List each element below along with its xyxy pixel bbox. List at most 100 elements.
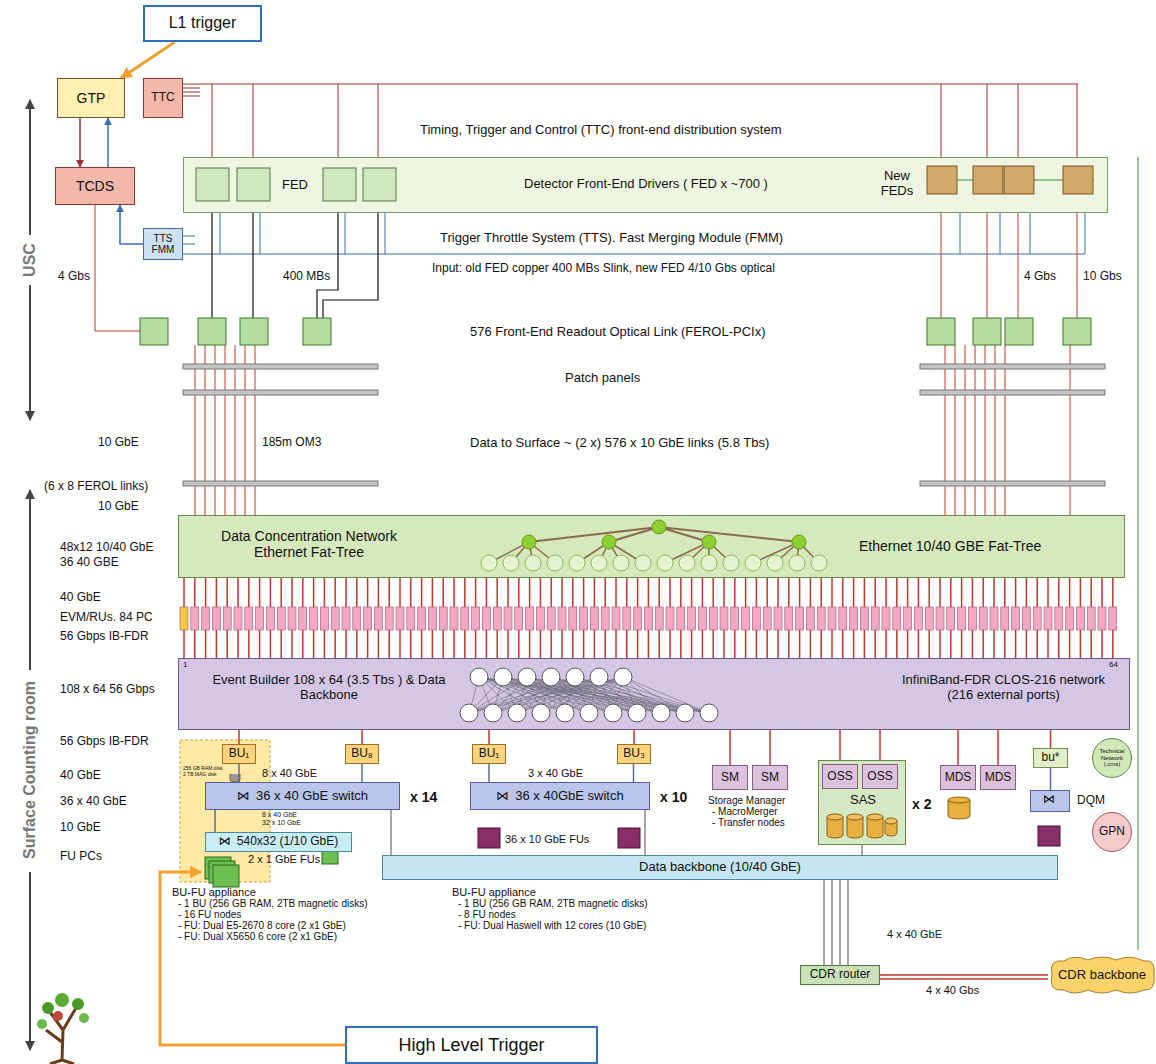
tree-icon bbox=[42, 1002, 54, 1014]
node-text: Detector Front-End Drivers ( FED x ~700 … bbox=[524, 177, 768, 192]
fibre-cable bbox=[245, 345, 246, 515]
node-box: TTC bbox=[143, 78, 183, 118]
node-illustration bbox=[566, 668, 584, 686]
node-text: 540x32 (1/10 GbE) bbox=[237, 835, 338, 849]
node-illustration bbox=[827, 814, 843, 820]
node-box: BU₁ bbox=[222, 744, 256, 764]
ferol-box bbox=[198, 318, 226, 345]
label-text: 185m OM3 bbox=[262, 436, 321, 450]
node-box: High Level Trigger bbox=[345, 1026, 598, 1064]
node-illustration bbox=[460, 668, 718, 722]
evm-ru-pc bbox=[742, 607, 750, 630]
node-illustration bbox=[484, 704, 502, 722]
connector bbox=[361, 730, 363, 744]
connector bbox=[861, 845, 863, 855]
axis-arrow bbox=[29, 285, 31, 420]
connector bbox=[644, 810, 646, 855]
node-illustration bbox=[525, 555, 541, 571]
evm-ru-pc bbox=[385, 607, 393, 630]
fu-node bbox=[478, 828, 500, 848]
evm-ru-pc bbox=[1022, 607, 1030, 630]
node-box: ⋈ 540x32 (1/10 GbE) bbox=[205, 832, 352, 852]
node-illustration bbox=[503, 555, 519, 571]
tree-icon bbox=[72, 998, 84, 1010]
node-box: Data Concentration Network Ethernet Fat-… bbox=[178, 515, 1125, 578]
evm-ru-pc bbox=[720, 607, 728, 630]
node-text: Technical Network (.cms) bbox=[1095, 748, 1129, 769]
label-text: 48x12 10/40 GbE bbox=[60, 541, 153, 555]
connector bbox=[633, 730, 635, 744]
label-text: - 16 FU nodes bbox=[178, 909, 241, 921]
node-text: Data Concentration Network Ethernet Fat-… bbox=[199, 528, 419, 560]
patch-panel bbox=[920, 390, 1105, 395]
evm-ru-pc bbox=[958, 607, 966, 630]
node-text: MDS bbox=[945, 771, 972, 785]
connector bbox=[729, 730, 731, 765]
evm-ru-pc bbox=[374, 607, 382, 630]
evm-ru-pc bbox=[266, 607, 274, 630]
ferol-box bbox=[140, 318, 1091, 345]
evm-ru-pc bbox=[698, 607, 706, 630]
fibre-cable bbox=[1005, 345, 1006, 515]
node-text: BU₈ bbox=[351, 747, 373, 761]
patch-panel bbox=[183, 481, 378, 486]
evm-ru-pc bbox=[569, 607, 577, 630]
label-text: x 14 bbox=[410, 789, 437, 805]
node-box: Data backbone (10/40 GbE) bbox=[382, 855, 1058, 880]
node-illustration bbox=[973, 166, 1003, 194]
fibre-cable bbox=[995, 345, 996, 515]
evm-ru-pc bbox=[191, 607, 199, 630]
label-text: - FU: Dual Haswell with 12 cores (10 GbE… bbox=[458, 920, 646, 932]
node-text: ⋈ bbox=[1043, 793, 1055, 807]
node-text: ⋈ bbox=[496, 789, 509, 804]
node-text: ⋈ bbox=[219, 835, 231, 849]
evm-ru-pc bbox=[461, 607, 469, 630]
fu-node bbox=[1038, 826, 1060, 846]
evm-ru-pc bbox=[493, 607, 501, 630]
node-text: bu* bbox=[1041, 751, 1059, 765]
connector bbox=[488, 730, 490, 744]
evm-ru-pc bbox=[515, 607, 523, 630]
node-box: SM bbox=[752, 765, 788, 790]
node-illustration bbox=[529, 527, 659, 542]
node-box: ⋈36 x 40 GbE switch bbox=[205, 782, 400, 810]
evm-ru-pc bbox=[180, 578, 1117, 658]
evm-ru-pc bbox=[1066, 607, 1074, 630]
evm-ru-pc bbox=[223, 607, 231, 630]
fibre-cable bbox=[1070, 345, 1071, 515]
node-box: ⋈DQM bbox=[1030, 790, 1070, 812]
label-text: 56 Gbps IB-FDR bbox=[60, 735, 149, 749]
ttc-wire bbox=[183, 84, 1078, 157]
node-box: bu* bbox=[1033, 748, 1068, 768]
node-illustration bbox=[745, 555, 761, 571]
evm-ru-pc bbox=[407, 607, 415, 630]
evm-ru-pc bbox=[796, 607, 804, 630]
node-text: 64 bbox=[1109, 660, 1118, 669]
node-illustration bbox=[767, 555, 783, 571]
node-text: CDR router bbox=[810, 968, 871, 982]
patch-panel bbox=[920, 364, 1105, 369]
ferol-box bbox=[240, 318, 268, 345]
connector bbox=[839, 730, 841, 764]
evm-ru-pc bbox=[320, 607, 328, 630]
node-box: OSS bbox=[822, 764, 858, 789]
evm-ru-pc bbox=[580, 607, 588, 630]
tree-icon bbox=[55, 993, 69, 1007]
evm-ru-pc bbox=[850, 607, 858, 630]
node-illustration bbox=[602, 535, 616, 549]
label-text: 40 GbE bbox=[60, 591, 101, 605]
label-text: - FU: Dual X5650 6 core (2 x1 GbE) bbox=[178, 931, 337, 943]
connector bbox=[488, 764, 490, 782]
evm-ru-pc bbox=[1087, 607, 1095, 630]
node-illustration bbox=[847, 814, 863, 820]
evm-ru-pc bbox=[299, 607, 307, 630]
evm-ru-pc bbox=[1109, 607, 1117, 630]
edge-label: 4 x 40 Gbs bbox=[925, 984, 980, 997]
node-illustration bbox=[196, 166, 1094, 201]
node-illustration bbox=[556, 704, 574, 722]
ferol-box bbox=[1063, 318, 1091, 345]
fibre-cable bbox=[205, 345, 206, 515]
connector bbox=[120, 205, 143, 244]
evm-ru-pc bbox=[212, 607, 220, 630]
label-text: - FU: Dual E5-2670 8 core (2 x1 GbE) bbox=[178, 920, 346, 932]
